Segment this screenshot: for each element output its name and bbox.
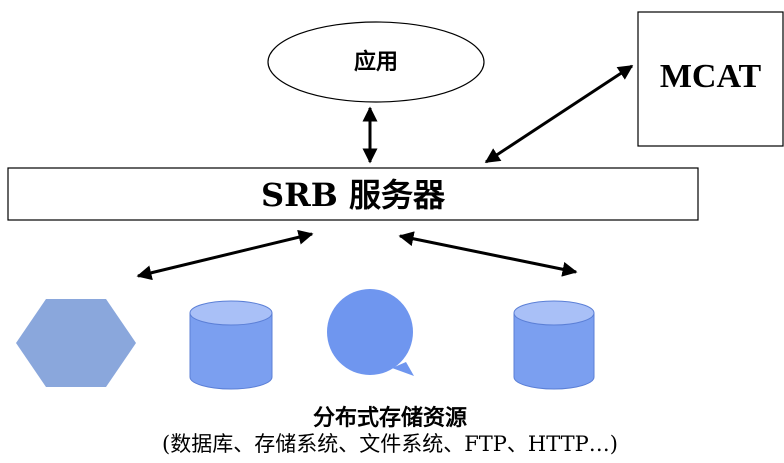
server-node: [7, 167, 699, 221]
app-node: [267, 21, 485, 103]
app-label: 应用: [353, 49, 398, 75]
mcat-node: [637, 11, 784, 147]
storage-subtitle: (数据库、存储系统、文件系统、FTP、HTTP…): [162, 432, 618, 456]
mcat-label: MCAT: [659, 58, 762, 95]
server-label: SRB 服务器: [261, 176, 445, 214]
server-left-arrow: [136, 229, 314, 281]
mcat-server-arrow: [484, 64, 634, 164]
hexagon-icon: [16, 299, 136, 387]
blob-q-icon: [327, 289, 414, 376]
database-cylinder-icon: [189, 300, 273, 390]
storage-title: 分布式存储资源: [312, 405, 467, 431]
database-cylinder-icon: [513, 300, 595, 390]
server-right-arrow: [398, 231, 578, 277]
